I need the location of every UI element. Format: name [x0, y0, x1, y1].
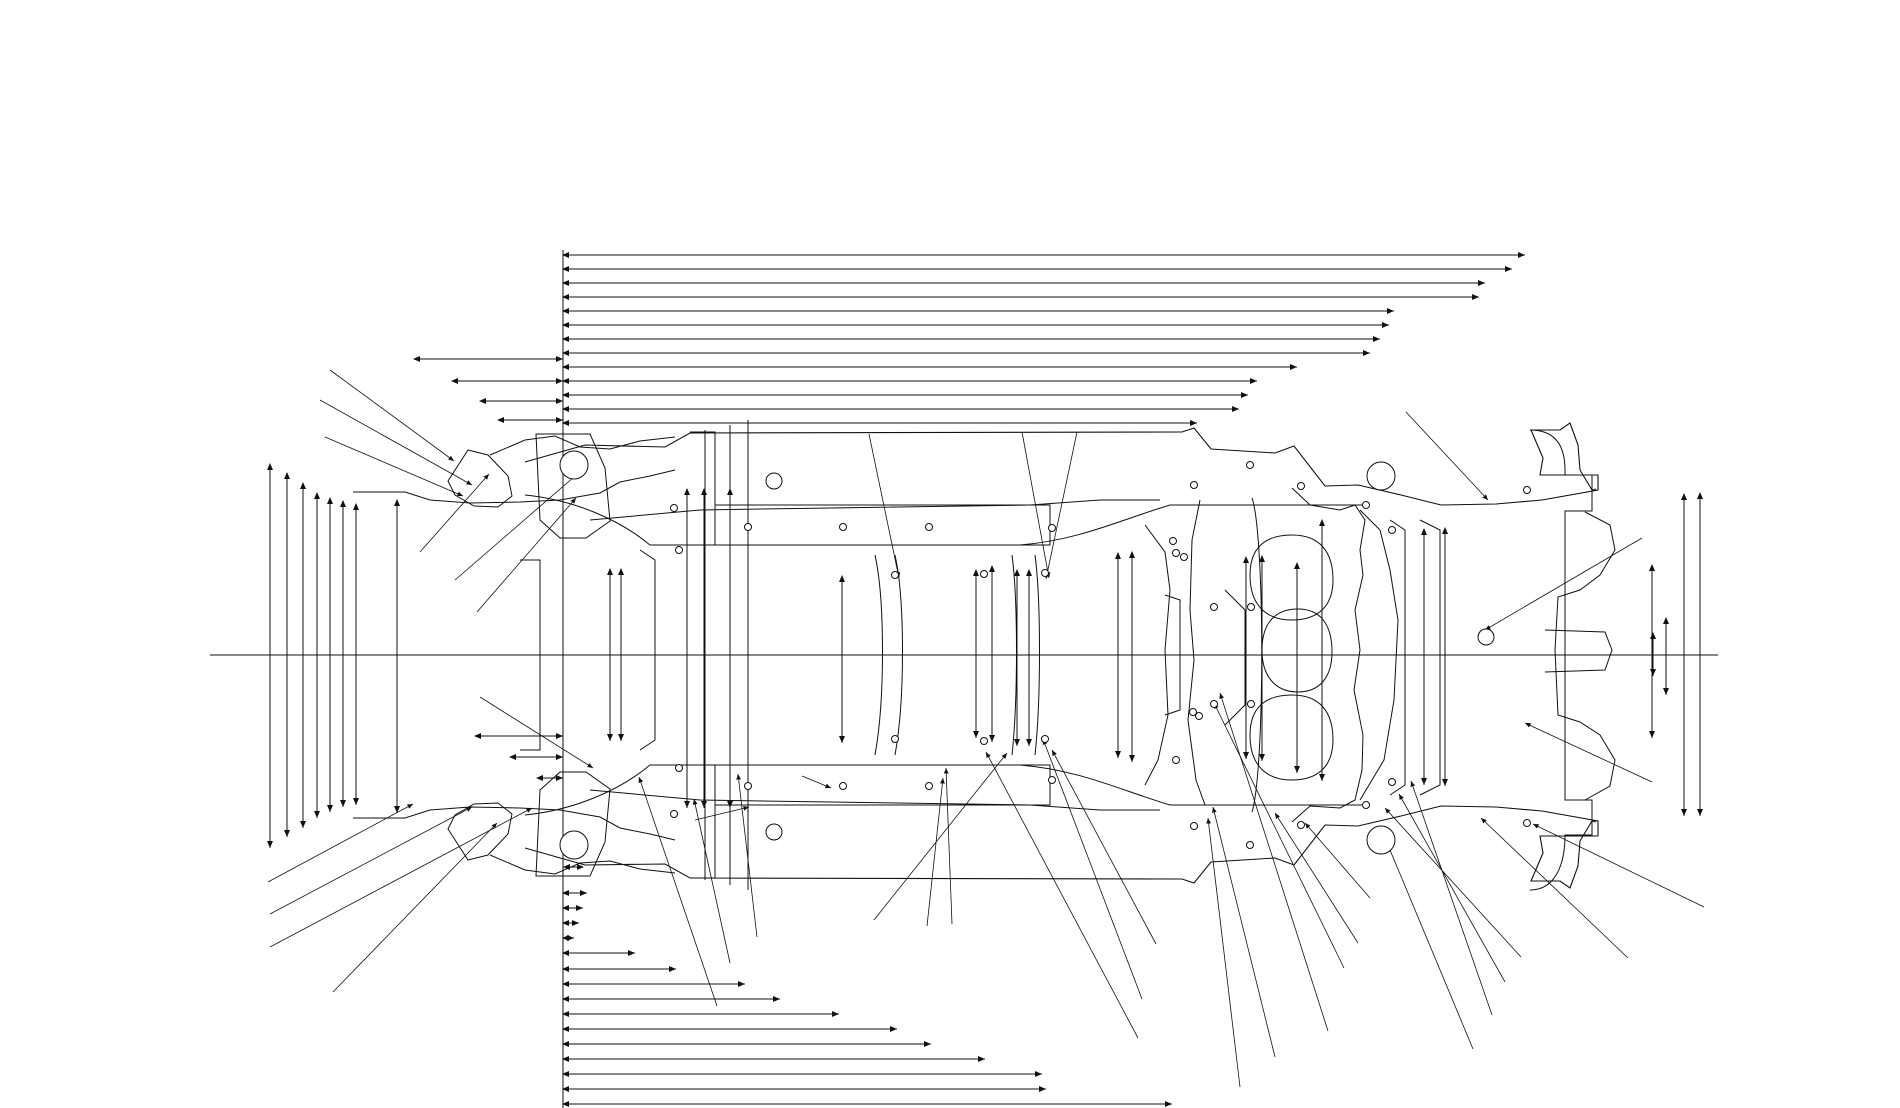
leader-line [267, 803, 414, 883]
measurement-point [1297, 821, 1305, 829]
hole-circle [1366, 461, 1396, 491]
measurement-point [839, 782, 847, 790]
measurement-point [1189, 708, 1197, 716]
leader-line [1051, 749, 1157, 945]
measurement-point [1523, 486, 1531, 494]
leader-line [638, 776, 718, 1007]
leader-line [1304, 822, 1371, 899]
measurement-point [891, 735, 899, 743]
measurement-point [1210, 700, 1218, 708]
leader-line [1405, 411, 1489, 501]
leader-line [1379, 825, 1474, 1050]
measurement-point [1041, 569, 1049, 577]
leader-line [454, 469, 583, 581]
measurement-point [675, 764, 683, 772]
leader-line [985, 751, 1139, 1039]
leader-line [419, 473, 490, 553]
leader-line [873, 752, 1008, 921]
measurement-point [1048, 524, 1056, 532]
measurement-point [925, 523, 933, 531]
leader-line [1213, 702, 1345, 969]
measurement-point [1190, 481, 1198, 489]
leader-line [1480, 817, 1629, 959]
measurement-point [1180, 553, 1188, 561]
measurement-point [891, 571, 899, 579]
leader-line [1384, 807, 1522, 958]
leader-line [694, 805, 750, 821]
measurement-point [1297, 482, 1305, 490]
measurement-point [1246, 461, 1254, 469]
leader-line [801, 775, 832, 789]
measurement-point [744, 523, 752, 531]
measurement-point [1388, 778, 1396, 786]
leader-line [1524, 722, 1653, 783]
leader-line [269, 807, 533, 948]
leader-line [1274, 812, 1359, 944]
measurement-point [980, 737, 988, 745]
measurement-point [1246, 841, 1254, 849]
leader-line [1206, 817, 1241, 1088]
measurement-point [1195, 712, 1203, 720]
hole-circle [1366, 825, 1396, 855]
leader-line [1212, 806, 1276, 1058]
leader-line [1484, 537, 1643, 631]
measurement-point [1169, 537, 1177, 545]
leader-line [1410, 780, 1493, 1016]
leader-line [324, 436, 464, 497]
measurement-point [1388, 526, 1396, 534]
hole-circle [765, 823, 783, 841]
leader-line [1398, 793, 1506, 983]
leader-line [1044, 431, 1078, 580]
holes-and-points-group [559, 450, 1531, 860]
hole-circle [559, 450, 589, 480]
leader-line [269, 806, 473, 915]
measurement-point [839, 523, 847, 531]
measurement-point [670, 504, 678, 512]
leader-line [332, 822, 498, 993]
measurement-point [1247, 603, 1255, 611]
leader-line [1042, 738, 1143, 1000]
vertical-dimension-group [267, 463, 1703, 848]
measurement-point [1362, 801, 1370, 809]
measurement-point [1190, 822, 1198, 830]
leader-line [868, 433, 901, 579]
leader-line [926, 777, 945, 927]
leader-line [479, 696, 594, 769]
lower-dimension-group [474, 733, 1172, 1107]
hole-circle [559, 830, 589, 860]
measurement-point [675, 546, 683, 554]
measurement-point [980, 570, 988, 578]
measurement-point [1172, 549, 1180, 557]
leader-line [319, 399, 473, 486]
leader-line [943, 767, 953, 925]
measurement-point [1048, 776, 1056, 784]
measurement-point [1172, 756, 1180, 764]
leader-lines-group [267, 369, 1705, 1088]
measurement-point [1523, 819, 1531, 827]
measurement-point [1247, 700, 1255, 708]
measurement-point [1210, 603, 1218, 611]
hole-circle [765, 472, 783, 490]
measurement-point [670, 810, 678, 818]
upper-dimension-group [413, 252, 1525, 426]
leader-line [692, 798, 731, 964]
hole-circle [1477, 628, 1495, 646]
leader-line [1532, 823, 1705, 908]
leader-line [1219, 692, 1329, 1032]
measurement-point [1041, 735, 1049, 743]
leader-line [329, 369, 455, 462]
measurement-point [1362, 501, 1370, 509]
measurement-point [925, 782, 933, 790]
measurement-point [744, 782, 752, 790]
leader-line [476, 497, 577, 613]
